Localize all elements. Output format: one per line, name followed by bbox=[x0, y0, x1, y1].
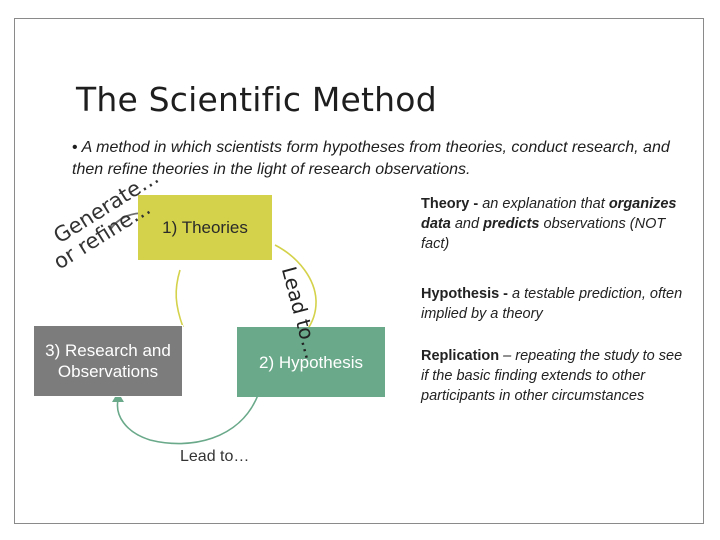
slide-frame bbox=[14, 18, 704, 524]
theories-label: 1) Theories bbox=[162, 218, 248, 237]
replication-desc: – repeating the study to see if the basi… bbox=[421, 348, 683, 404]
theory-desc-b: and bbox=[450, 216, 484, 232]
theory-term: Theory - bbox=[421, 196, 479, 212]
theories-box: 1) Theories bbox=[138, 195, 272, 260]
research-label: 3) Research and Observations bbox=[45, 340, 171, 382]
hypothesis-desc: a testable prediction, often implied by … bbox=[421, 286, 683, 322]
theory-desc-c: observations (NOT fact) bbox=[421, 216, 666, 252]
theory-emph-b: predicts bbox=[483, 216, 540, 232]
arrowhead-research bbox=[112, 392, 124, 402]
theory-desc-a: an explanation that bbox=[478, 196, 609, 212]
definition-hypothesis: Hypothesis - a testable prediction, ofte… bbox=[421, 284, 686, 324]
bullet-text: A method in which scientists form hypoth… bbox=[72, 139, 670, 178]
hypothesis-box: 2) Hypothesis bbox=[237, 327, 385, 397]
research-label-line1: 3) Research and bbox=[45, 341, 171, 360]
lead-to-bottom-label: Lead to… bbox=[180, 448, 250, 465]
slide-title: The Scientific Method bbox=[76, 80, 437, 119]
definition-theory: Theory - an explanation that organizes d… bbox=[421, 194, 686, 254]
arrow-research-to-theories-lower bbox=[175, 269, 184, 328]
arrow-hypothesis-to-research bbox=[116, 394, 259, 445]
definition-replication: Replication – repeating the study to see… bbox=[421, 346, 686, 406]
hypothesis-term: Hypothesis - bbox=[421, 286, 509, 302]
research-label-line2: Observations bbox=[57, 362, 159, 381]
bullet-dot: • bbox=[72, 139, 78, 156]
research-box: 3) Research and Observations bbox=[33, 325, 183, 397]
theory-emph-a: organizes data bbox=[421, 196, 677, 232]
hypothesis-label: 2) Hypothesis bbox=[259, 352, 363, 372]
bullet-paragraph: •A method in which scientists form hypot… bbox=[72, 137, 672, 181]
replication-term: Replication bbox=[421, 348, 500, 364]
